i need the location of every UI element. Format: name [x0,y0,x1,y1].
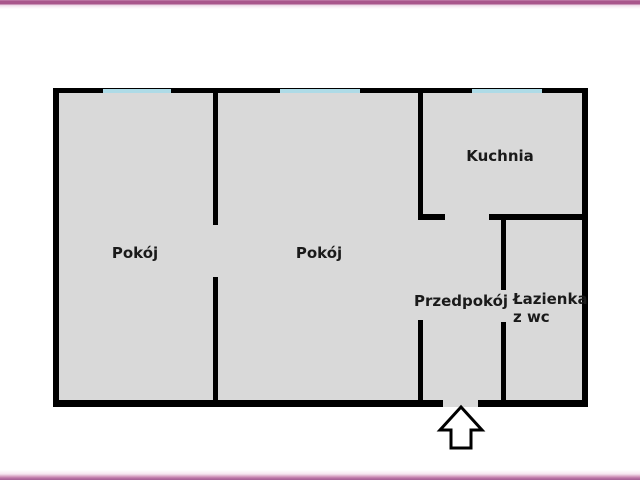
apartment-floor [53,88,588,407]
wall-outer-bottom [53,400,588,407]
wall-outer-right [582,88,588,407]
entrance-arrow-icon [436,404,486,450]
window-middle-room-icon [280,89,360,93]
wall-kitchen-bottom-right [489,214,582,220]
wall-between-rooms-lower [213,277,218,400]
wall-middle-room-kitchen [418,93,423,214]
wall-between-rooms-upper [213,93,218,225]
entrance-door-opening [443,400,478,407]
room-label-kuchnia: Kuchnia [466,147,534,165]
window-left-room-icon [103,89,171,93]
top-border-stripe [0,0,640,9]
wall-bathroom-upper [501,220,506,290]
wall-hallway-left [418,320,423,400]
bottom-border-stripe [0,470,640,480]
room-label-lazienka-line1: Łazienka [513,290,588,308]
wall-outer-left [53,88,59,407]
room-label-pokoj-middle: Pokój [295,244,343,262]
room-label-lazienka-line2: z wc [513,308,550,326]
room-label-lazienka: Łazienka z wc [513,290,588,326]
wall-kitchen-bottom-left [418,214,445,220]
room-label-pokoj-left: Pokój [111,244,159,262]
wall-bathroom-lower [501,322,506,400]
window-kitchen-icon [472,89,542,93]
room-label-przedpokoj: Przedpokój [413,292,509,310]
